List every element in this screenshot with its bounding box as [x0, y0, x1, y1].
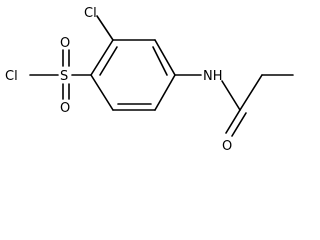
bond-nh-carbonyl-c	[221, 80, 241, 111]
ring-bond-c3-c4	[154, 39, 176, 76]
ring-bond-c1-c2	[90, 39, 114, 76]
oxygen-top-label: O	[60, 36, 70, 51]
molecule-structure: Cl S Cl O O NH O	[5, 6, 294, 154]
bond-carbonyl-c-ch2	[239, 74, 263, 111]
ring-chlorine-label: Cl	[84, 6, 97, 21]
carbonyl-oxygen-label: O	[222, 139, 232, 154]
bond-ring-cl	[96, 15, 114, 41]
ring-double-bond-inner-2	[152, 46, 168, 76]
bond-carbonyl-o-a	[225, 109, 241, 134]
ring-bond-c4-c5	[154, 74, 176, 111]
sulfonyl-chlorine-label: Cl	[5, 69, 18, 84]
ring-double-bond-inner-1	[99, 46, 118, 76]
amide-nh-label: NH	[203, 69, 223, 84]
sulfur-label: S	[60, 69, 68, 84]
ring-bond-c6-c1	[90, 74, 114, 111]
bond-carbonyl-o-b	[231, 112, 247, 137]
oxygen-bottom-label: O	[60, 101, 70, 116]
